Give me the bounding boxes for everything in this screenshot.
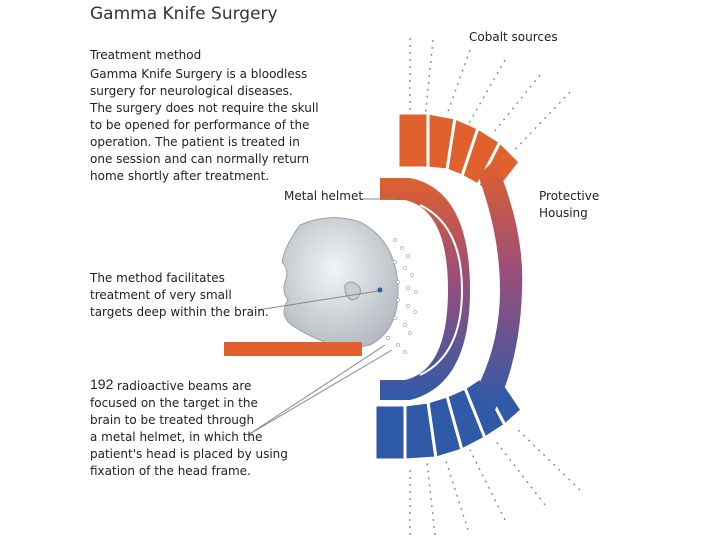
cobalt-sources-label: Cobalt sources (469, 30, 558, 44)
patient-head (281, 217, 399, 349)
beams-note-body: focused on the target in the brain to be… (90, 396, 288, 478)
target-point (377, 287, 383, 293)
protective-housing (475, 160, 523, 410)
beam-count: 192 (90, 376, 114, 392)
treatment-method-body: Gamma Knife Surgery is a bloodless surge… (90, 67, 319, 183)
helmet-inner-rim (419, 204, 464, 376)
leader-lines (247, 198, 395, 436)
protective-housing-label: Protective Housing (539, 189, 600, 220)
metal-helmet (380, 178, 470, 400)
beams-note-first-line: radioactive beams are (117, 379, 252, 393)
metal-helmet-label: Metal helmet (284, 189, 364, 203)
method-note: The method facilitates treatment of very… (90, 271, 269, 319)
page-title: Gamma Knife Surgery (90, 4, 278, 24)
incoming-beams (409, 38, 581, 536)
head-frame-bar (224, 342, 362, 356)
treatment-method-heading: Treatment method (90, 48, 202, 62)
converging-beams (386, 238, 418, 354)
